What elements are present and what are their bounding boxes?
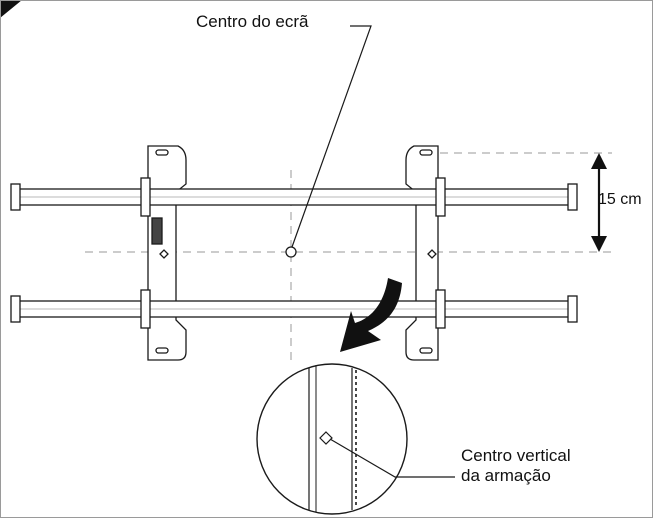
right-bracket	[405, 145, 439, 361]
magnified-detail	[256, 363, 408, 515]
corner-triangle-icon	[0, 0, 22, 18]
frame-vertical-center-label: Centro vertical da armação	[461, 446, 571, 486]
dimension-arrow	[591, 153, 607, 252]
frame-center-marker	[319, 431, 333, 445]
frame-center-leader	[329, 438, 455, 478]
curved-arrow-icon	[340, 278, 402, 352]
left-bracket	[147, 145, 187, 361]
screen-center-marker	[285, 246, 297, 258]
screen-center-leader	[291, 25, 372, 248]
frame-vertical-center-label-line2: da armação	[461, 466, 551, 485]
frame-vertical-center-label-line1: Centro vertical	[461, 446, 571, 465]
distance-label: 15 cm	[598, 191, 642, 208]
top-rail	[10, 177, 578, 217]
bottom-rail	[10, 289, 578, 329]
screen-center-label: Centro do ecrã	[196, 12, 309, 31]
